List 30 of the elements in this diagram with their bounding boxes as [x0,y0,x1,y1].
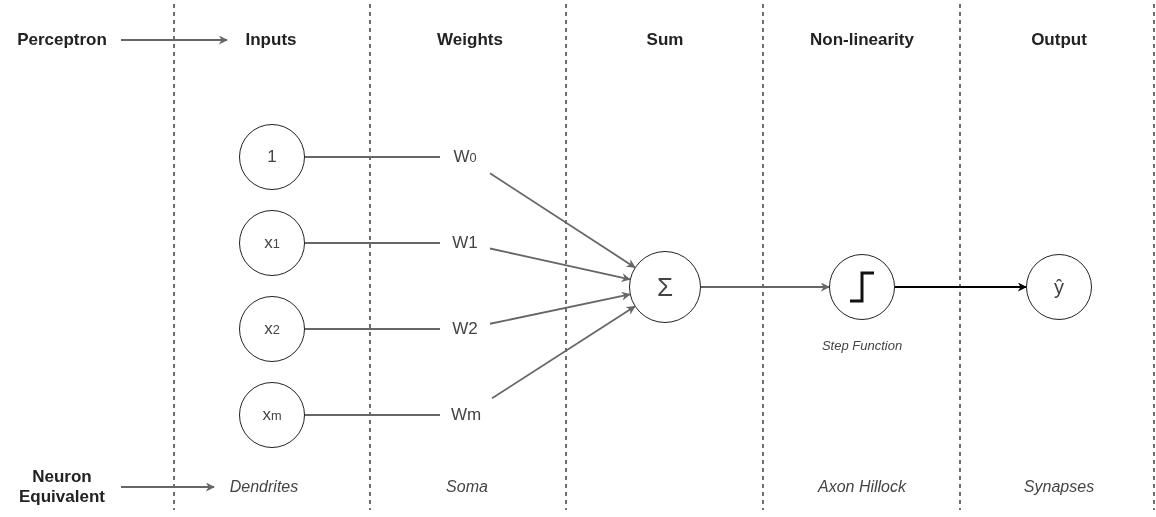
arrow [491,305,636,400]
column-heading: Sum [646,30,684,50]
output-node: ŷ [1026,254,1092,320]
arrow [120,35,228,45]
column-heading: Output [1031,30,1087,50]
node-caption: Step Function [821,337,903,353]
column-note: Synapses [1023,478,1095,496]
arrow [120,482,215,492]
column-note: Axon Hillock [818,478,906,496]
sum-node: Σ [629,251,701,323]
arrow [489,172,636,269]
arrow [894,282,1027,292]
column-heading: Weights [437,30,503,50]
weight-label: Wm [444,402,488,428]
weight-label: W2 [444,316,486,342]
arrow [700,282,830,292]
connector-line [304,328,441,330]
column-heading: Inputs [231,28,311,52]
input-node: 1 [239,124,305,190]
arrow [489,291,631,325]
row-heading: Perceptron [7,28,117,52]
column-note: Dendrites [218,476,310,498]
connector-line [304,414,441,416]
arrow [489,247,631,282]
column-note: Soma [446,478,488,496]
connector-line [304,242,441,244]
connector-line [304,156,441,158]
column-heading: Non-linearity [810,30,914,50]
weight-label: W1 [444,230,486,256]
row-heading: Neuron Equivalent [7,465,117,509]
